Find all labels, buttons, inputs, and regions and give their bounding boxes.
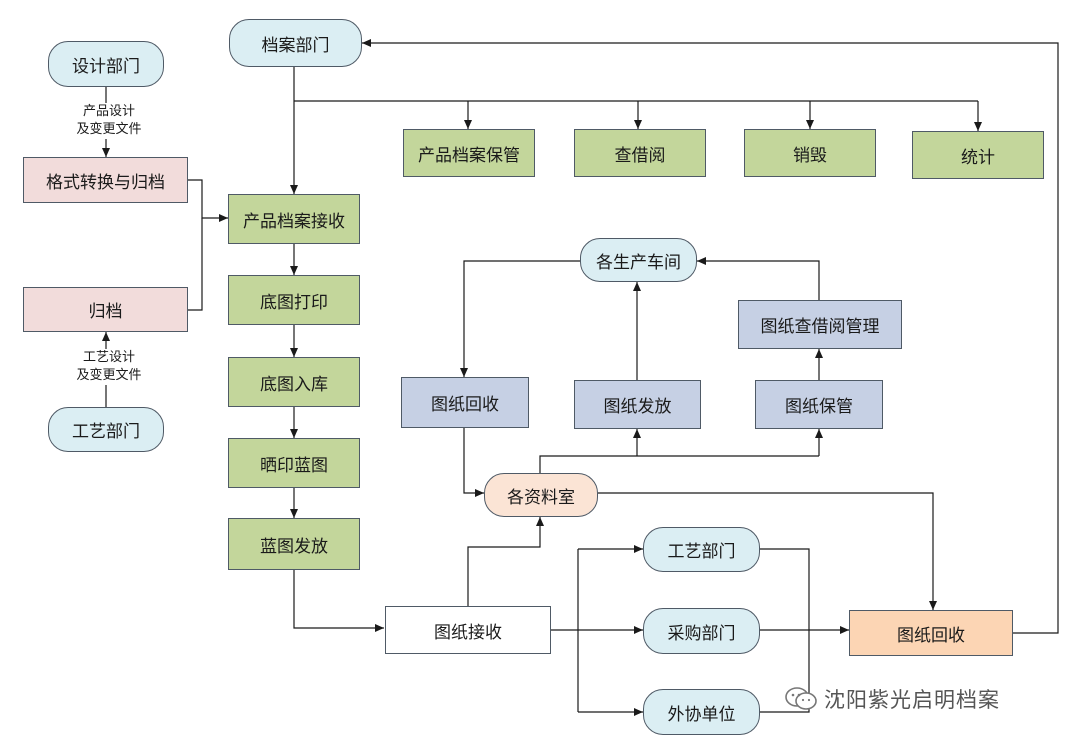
blueprint-print-node[interactable]: 晒印蓝图	[228, 438, 360, 488]
archive-dept-node[interactable]: 档案部门	[229, 19, 362, 67]
base-store-node[interactable]: 底图入库	[228, 357, 360, 407]
edge-recall-to-datarooms	[463, 428, 484, 497]
edge-issue-to-drawreceive	[293, 570, 384, 632]
process-docs-label: 工艺设计 及变更文件	[62, 349, 156, 385]
drawing-issue-node[interactable]: 图纸发放	[574, 380, 701, 429]
purchase-dept-node[interactable]: 采购部门	[643, 608, 760, 654]
format-archive-node[interactable]: 格式转换与归档	[23, 157, 188, 203]
design-docs-label: 产品设计 及变更文件	[62, 103, 156, 139]
lookup-node[interactable]: 查借阅	[574, 129, 706, 177]
blueprint-issue-node[interactable]: 蓝图发放	[228, 518, 360, 570]
outsource-unit-node[interactable]: 外协单位	[643, 689, 760, 735]
chat-icon	[785, 687, 817, 710]
base-print-node[interactable]: 底图打印	[228, 275, 360, 325]
watermark: 沈阳紫光启明档案	[784, 684, 1000, 714]
edge-archive-to-receive	[188, 218, 203, 311]
data-rooms-node[interactable]: 各资料室	[484, 473, 598, 517]
edge-datarooms-to-recall	[598, 492, 937, 610]
edge-lendmgmt-to-workshop	[697, 257, 820, 300]
product-archive-keep-node[interactable]: 产品档案保管	[403, 129, 535, 177]
archive-node[interactable]: 归档	[23, 287, 188, 332]
drawing-lend-mgmt-node[interactable]: 图纸查借阅管理	[738, 300, 902, 349]
edge-recall-to-archivedept	[362, 39, 1059, 634]
process-dept-left-node[interactable]: 工艺部门	[48, 407, 164, 452]
watermark-text: 沈阳紫光启明档案	[824, 688, 1000, 712]
design-dept-node[interactable]: 设计部门	[48, 41, 164, 87]
destroy-node[interactable]: 销毁	[744, 129, 876, 177]
edge-workshop-to-recall	[460, 260, 580, 377]
edge-format-to-receive	[188, 179, 228, 222]
drawing-recall-mid-node[interactable]: 图纸回收	[401, 377, 529, 428]
workshops-node[interactable]: 各生产车间	[580, 238, 697, 282]
drawing-recall-right-node[interactable]: 图纸回收	[849, 610, 1013, 656]
drawing-keep-node[interactable]: 图纸保管	[755, 380, 883, 429]
edge-drawreceive-to-datarooms	[467, 517, 544, 606]
drawing-receive-node[interactable]: 图纸接收	[385, 606, 551, 654]
process-dept-right-node[interactable]: 工艺部门	[643, 527, 760, 572]
edge-datarooms-branch	[539, 455, 819, 473]
product-archive-receive-node[interactable]: 产品档案接收	[228, 194, 360, 244]
stats-node[interactable]: 统计	[912, 131, 1044, 179]
